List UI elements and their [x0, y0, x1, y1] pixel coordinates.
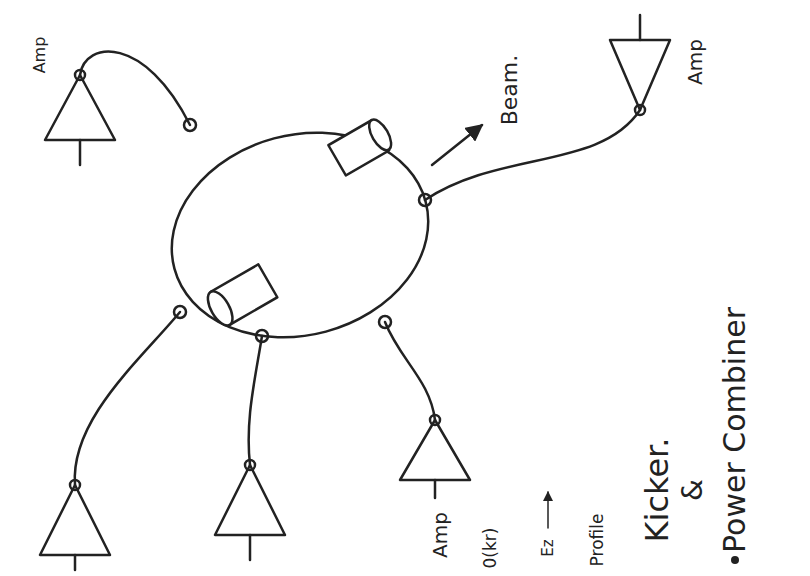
amplifier-symbol: [40, 485, 110, 555]
beam-pipe: [203, 264, 277, 329]
label-text: 0(kr): [482, 528, 499, 569]
connector: [256, 330, 268, 342]
amplifier-symbol: [400, 420, 470, 480]
connector: [70, 480, 80, 490]
amp-input: [74, 555, 77, 570]
label-text: Amp: [430, 512, 450, 558]
cable: [249, 336, 262, 465]
label-text: Power Combiner: [720, 307, 750, 553]
connector: [174, 306, 186, 318]
connector: [379, 316, 391, 328]
connector: [635, 105, 645, 115]
cable: [425, 110, 640, 200]
connector: [430, 415, 440, 425]
amp-input: [249, 535, 252, 560]
amp-input: [434, 480, 437, 498]
cable: [75, 312, 180, 485]
amplifier-symbol: [215, 465, 285, 535]
connector: [75, 70, 85, 80]
connector: [419, 194, 431, 206]
connector: [184, 119, 196, 131]
amplifier-symbol: [610, 40, 670, 110]
amp-input: [79, 140, 82, 165]
label-text: &: [679, 479, 707, 501]
field-arrow: [547, 492, 549, 528]
beam-arrow: [432, 125, 482, 165]
kicker-body: [149, 105, 452, 365]
label-text: Beam.: [499, 55, 521, 126]
cable: [385, 322, 435, 420]
label-text: Amp: [685, 39, 705, 85]
label-text: Kicker.: [641, 438, 673, 543]
amplifier-symbol: [45, 75, 115, 140]
amp-input: [639, 15, 642, 40]
label-text: Profile: [589, 514, 606, 567]
cable: [80, 52, 190, 125]
label-text: Amp: [32, 37, 48, 74]
bullet: [731, 556, 739, 564]
beam-pipe: [328, 116, 396, 175]
connector: [245, 460, 255, 470]
label-text: Ez: [541, 539, 556, 556]
